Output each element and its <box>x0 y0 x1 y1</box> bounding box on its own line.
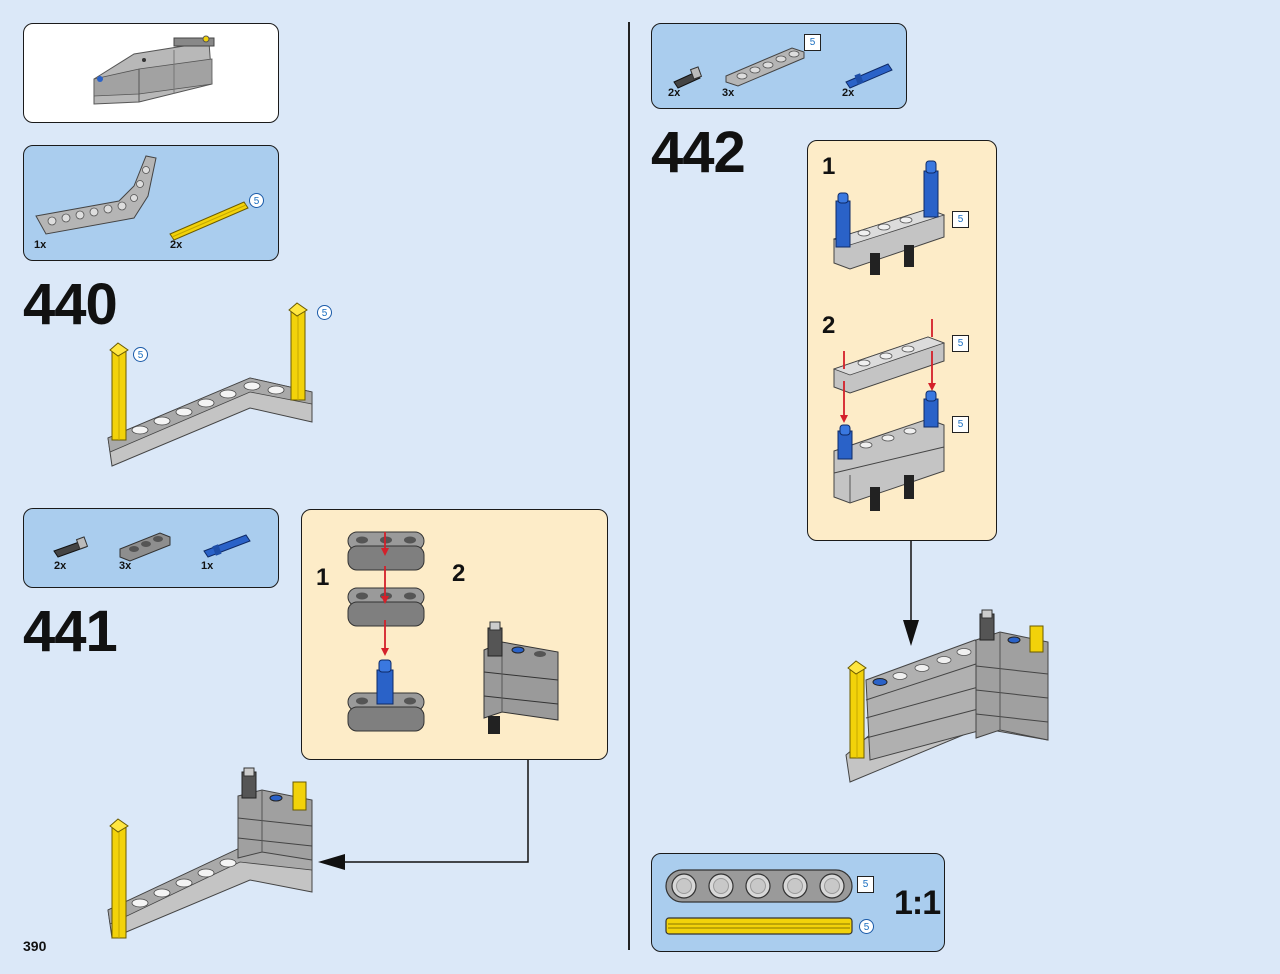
step-number-442: 442 <box>651 120 746 185</box>
axle-length-indicator: 5 <box>133 347 148 362</box>
beam-length-indicator: 5 <box>804 34 821 51</box>
axle-length-indicator: 5 <box>317 305 332 320</box>
parts-list-441: 2x 3x 1x <box>23 508 279 588</box>
scale-reference-images <box>665 869 853 935</box>
scale-reference-box: 5 5 1:1 <box>651 853 945 952</box>
column-divider <box>628 22 630 950</box>
scale-axle <box>665 917 853 935</box>
beam-length-indicator: 5 <box>952 335 969 352</box>
pin-part <box>53 536 89 558</box>
substep-2-number: 2 <box>822 312 836 339</box>
axle-length-indicator: 5 <box>249 193 264 208</box>
insert-arrows <box>381 532 389 656</box>
pin-part <box>673 66 703 89</box>
part-qty: 3x <box>119 560 132 572</box>
part-qty: 1x <box>34 239 47 251</box>
part-qty: 3x <box>722 87 735 99</box>
beam-length-indicator: 5 <box>952 416 969 433</box>
axle-length-indicator: 5 <box>859 919 874 934</box>
scale-ratio-label: 1:1 <box>894 884 941 922</box>
step-number-440: 440 <box>23 272 118 337</box>
beam-length-indicator: 5 <box>952 211 969 228</box>
parts-list-442: 2x 3x 2x 5 <box>651 23 907 109</box>
substep-1-number: 1 <box>822 153 836 180</box>
insert-arrows <box>840 319 936 423</box>
part-qty: 2x <box>170 239 183 251</box>
substep-2-stack <box>483 621 559 734</box>
bent-beam-part <box>35 155 157 235</box>
substep-1-number: 1 <box>316 564 330 591</box>
parts-441-images <box>53 532 251 562</box>
parts-442-images <box>673 47 893 89</box>
part-qty: 1x <box>201 560 214 572</box>
step-number-441: 441 <box>23 599 118 664</box>
substep-2-stack <box>833 390 945 511</box>
subassembly-441-images <box>347 531 559 734</box>
beam-top <box>347 531 425 571</box>
subassembly-442: 1 2 5 5 5 <box>807 140 997 541</box>
substep-1-assembly <box>832 160 946 275</box>
page-number: 390 <box>23 938 47 954</box>
scale-beam <box>665 869 853 903</box>
previous-step-preview <box>23 23 279 123</box>
substep-2-beam <box>832 336 946 394</box>
thin-beam-part <box>725 47 805 87</box>
part-qty: 2x <box>842 87 855 99</box>
subassembly-441: 1 2 <box>301 509 608 760</box>
blue-pin-part <box>845 63 893 89</box>
preview-model-image <box>93 35 215 105</box>
yellow-axle-part <box>169 201 249 241</box>
beam-middle <box>347 587 425 627</box>
substep-2-number: 2 <box>452 560 466 587</box>
part-qty: 2x <box>668 87 681 99</box>
beam-length-indicator: 5 <box>857 876 874 893</box>
short-beam-part <box>119 532 171 562</box>
subassembly-442-images <box>832 160 946 511</box>
blue-pin <box>376 659 394 705</box>
parts-list-440: 1x 2x 5 <box>23 145 279 261</box>
blue-pin-part <box>203 534 251 558</box>
parts-440-images <box>35 155 249 241</box>
part-qty: 2x <box>54 560 67 572</box>
